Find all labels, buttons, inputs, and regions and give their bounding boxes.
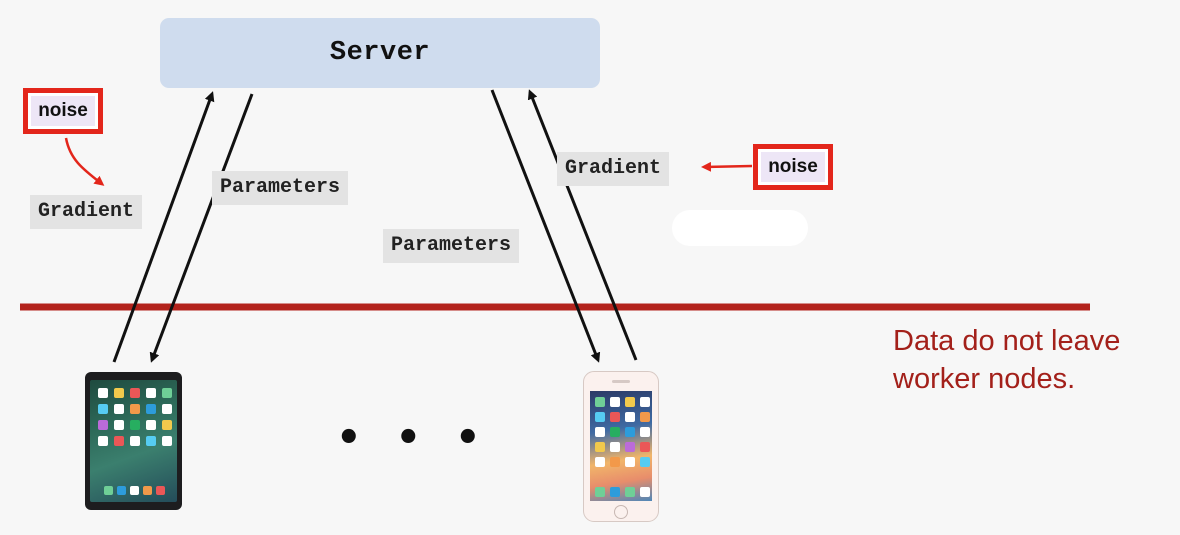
noise-label-left: noise — [31, 96, 95, 126]
tablet-dock — [104, 486, 165, 495]
smartphone-icon — [583, 371, 659, 522]
tablet-screen — [90, 380, 177, 502]
phone-home-button — [614, 505, 628, 519]
arrow-gradient-left — [112, 91, 215, 363]
phone-screen — [590, 391, 652, 501]
gradient-label-left: Gradient — [30, 195, 143, 229]
arrow-parameters-left — [149, 93, 254, 363]
parameters-label-right: Parameters — [383, 229, 520, 263]
tablet-icon — [85, 372, 182, 510]
noise-label-right: noise — [761, 152, 825, 182]
white-smudge — [672, 210, 808, 246]
arrow-gradient-right — [527, 89, 638, 361]
noise-box-right: noise — [753, 144, 833, 190]
phone-speaker — [612, 380, 630, 383]
parameters-label-left: Parameters — [212, 171, 349, 205]
arrow-noise-right — [701, 161, 753, 172]
gradient-label-right: Gradient — [557, 152, 670, 186]
boundary-note: Data do not leave worker nodes. — [893, 325, 1121, 395]
phone-app-grid — [595, 397, 650, 467]
server-box: Server — [160, 18, 600, 88]
tablet-app-grid — [98, 388, 172, 446]
noise-box-left: noise — [23, 88, 103, 134]
arrow-noise-left — [64, 137, 105, 186]
server-label: Server — [329, 38, 431, 68]
arrow-parameters-right — [490, 89, 601, 363]
ellipsis-more-devices: • • • — [336, 415, 491, 461]
phone-dock — [595, 487, 650, 497]
